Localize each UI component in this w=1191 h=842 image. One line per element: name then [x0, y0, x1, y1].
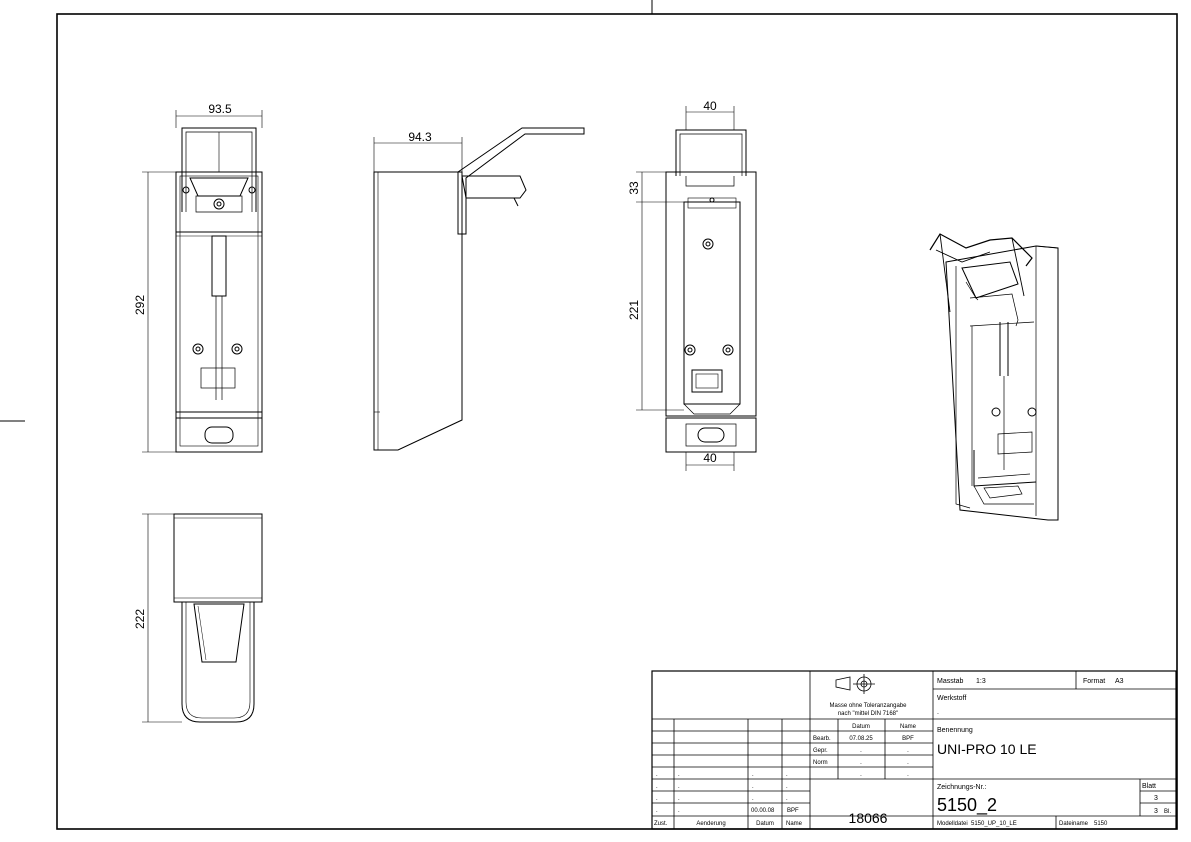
dimension-offset-back-top: 33: [627, 181, 641, 195]
rev-dot: .: [752, 784, 754, 790]
dimension-width-back-bottom: 40: [703, 451, 717, 465]
tolerance-note-line1: Masse ohne Toleranzangabe: [830, 703, 908, 709]
rev-date: 00.00.08: [751, 808, 775, 814]
rev-dot: .: [678, 784, 680, 790]
dimension-depth-side: 94.3: [408, 130, 432, 144]
rev-dot: .: [752, 772, 754, 778]
rev-dot: .: [656, 796, 658, 802]
modelldatei-value: 5150_UP_10_LE: [971, 821, 1017, 827]
format-value: A3: [1115, 678, 1124, 685]
top-view: [142, 513, 263, 723]
dimension-spacing-back-holes: 221: [627, 300, 641, 320]
werkstoff-label: Werkstoff: [937, 695, 966, 702]
rev-name: BPF: [787, 808, 799, 814]
tolerance-note-line2: nach "mittel DIN 7168": [838, 711, 898, 717]
side-view: [373, 127, 585, 451]
rev-dot: .: [656, 772, 658, 778]
norm-date: .: [860, 760, 862, 766]
rev-dot: .: [678, 796, 680, 802]
werkstoff-value: .: [937, 709, 939, 716]
dimension-depth-top: 222: [133, 609, 147, 629]
gepr-date: .: [860, 748, 862, 754]
dimension-width-front: 93.5: [208, 102, 232, 116]
dimension-height-front: 292: [133, 295, 147, 315]
drawing-frame: [0, 0, 1178, 830]
isometric-view: [929, 233, 1059, 521]
row-norm-label: Norm: [813, 760, 828, 766]
header-datum: Datum: [852, 724, 870, 730]
document-number: 18066: [849, 810, 888, 826]
dimension-width-back-top: 40: [703, 99, 717, 113]
rev-dot: .: [786, 796, 788, 802]
blatt-value: 3: [1154, 795, 1158, 802]
front-view: [142, 110, 263, 453]
rev-dot: .: [656, 784, 658, 790]
rev-dot: .: [656, 808, 658, 814]
blatt-total: 3: [1154, 808, 1158, 815]
blatt-label: Blatt: [1142, 783, 1156, 790]
massstab-value: 1:3: [976, 678, 986, 685]
zust-label: Zust.: [654, 821, 668, 827]
rev-dot: .: [678, 808, 680, 814]
blank-date: .: [860, 772, 862, 778]
benennung-value: UNI-PRO 10 LE: [937, 741, 1037, 757]
blank-name: .: [907, 772, 909, 778]
aenderung-label: Aenderung: [696, 821, 725, 827]
blatt-suffix: Bl.: [1164, 809, 1171, 815]
format-label: Format: [1083, 678, 1105, 685]
datum-label: Datum: [756, 821, 774, 827]
dateiname-value: 5150: [1094, 821, 1108, 827]
gepr-name: .: [907, 748, 909, 754]
back-view: [636, 106, 757, 471]
massstab-label: Masstab: [937, 678, 964, 685]
zeichnungsnr-label: Zeichnungs-Nr.:: [937, 784, 986, 791]
rev-dot: .: [786, 784, 788, 790]
header-name: Name: [900, 724, 917, 730]
dateiname-label: Dateiname: [1059, 821, 1089, 827]
rev-dot: .: [678, 772, 680, 778]
rev-dot: .: [786, 772, 788, 778]
title-block: [651, 670, 1177, 830]
name-label: Name: [786, 821, 803, 827]
rev-dot: .: [752, 796, 754, 802]
projection-symbol-icon: [835, 674, 875, 694]
benennung-label: Benennung: [937, 727, 973, 734]
row-gepr-label: Gepr.: [813, 748, 828, 754]
bearb-date: 07.08.25: [849, 736, 873, 742]
modelldatei-label: Modelldatei: [937, 821, 968, 827]
norm-name: .: [907, 760, 909, 766]
zeichnungsnr-value: 5150_2: [937, 795, 997, 816]
row-bearb-label: Bearb.: [813, 736, 831, 742]
bearb-name: BPF: [902, 736, 914, 742]
